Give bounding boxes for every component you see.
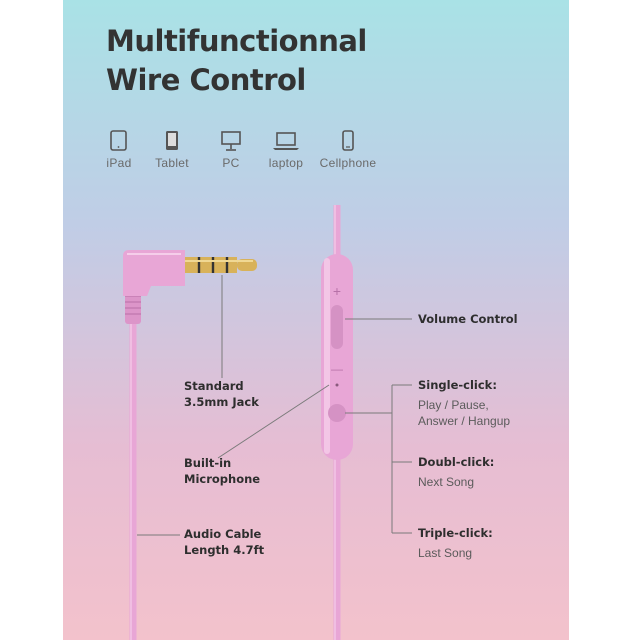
- volume-plus-label: +: [333, 283, 341, 299]
- callout-single-click: Single-click: Play / Pause, Answer / Han…: [418, 377, 510, 429]
- plug-body: [123, 250, 185, 296]
- product-panel: Multifunctionnal Wire Control iPad Table…: [63, 0, 569, 640]
- callout-cable-line1: Audio Cable: [184, 527, 262, 541]
- callout-triple-title: Triple-click:: [418, 526, 493, 540]
- multifunction-button: [328, 404, 346, 422]
- gold-jack: [185, 257, 237, 273]
- callout-microphone: Built-in Microphone: [184, 455, 260, 487]
- ipad-icon: [110, 130, 127, 151]
- device-label: laptop: [268, 156, 304, 170]
- callout-triple-click: Triple-click: Last Song: [418, 525, 493, 561]
- callout-cable-line2: Length 4.7ft: [184, 543, 265, 557]
- callout-triple-line1: Last Song: [418, 546, 473, 560]
- leader-lines: [137, 275, 412, 536]
- callout-mic-line2: Microphone: [184, 472, 261, 486]
- volume-minus-label: —: [331, 362, 343, 376]
- callout-jack-line1: Standard: [184, 379, 244, 393]
- callout-single-line1: Play / Pause,: [418, 398, 489, 412]
- title-line-1: Multifunctionnal: [106, 24, 367, 58]
- callout-mic-line1: Built-in: [184, 456, 232, 470]
- device-label: PC: [222, 156, 240, 170]
- device-ipad: iPad: [79, 130, 159, 170]
- page-title: Multifunctionnal Wire Control: [106, 22, 367, 100]
- callout-jack-line2: 3.5mm Jack: [184, 395, 259, 409]
- callout-single-line2: Answer / Hangup: [418, 414, 511, 428]
- pc-icon: [221, 131, 241, 151]
- device-label: iPad: [106, 156, 132, 170]
- device-cellphone: Cellphone: [308, 130, 388, 170]
- earphone-illustration: + —: [123, 205, 412, 640]
- device-laptop: laptop: [246, 130, 326, 170]
- callout-volume: Volume Control: [418, 311, 518, 327]
- callout-cable: Audio Cable Length 4.7ft: [184, 526, 264, 558]
- tablet-icon: [166, 131, 178, 150]
- callout-double-click: Doubl-click: Next Song: [418, 454, 494, 490]
- microphone-hole: [335, 383, 339, 387]
- callout-double-line1: Next Song: [418, 475, 475, 489]
- title-line-2: Wire Control: [106, 63, 306, 97]
- device-pc: PC: [191, 130, 271, 170]
- callout-single-title: Single-click:: [418, 378, 497, 392]
- device-tablet: Tablet: [132, 130, 212, 170]
- callout-volume-title: Volume Control: [418, 312, 518, 326]
- callout-double-title: Doubl-click:: [418, 455, 495, 469]
- device-label: Cellphone: [319, 156, 377, 170]
- laptop-icon: [273, 132, 299, 150]
- cellphone-icon: [342, 130, 354, 151]
- callout-jack: Standard 3.5mm Jack: [184, 378, 259, 410]
- device-label: Tablet: [155, 156, 189, 170]
- volume-rocker: [331, 305, 343, 349]
